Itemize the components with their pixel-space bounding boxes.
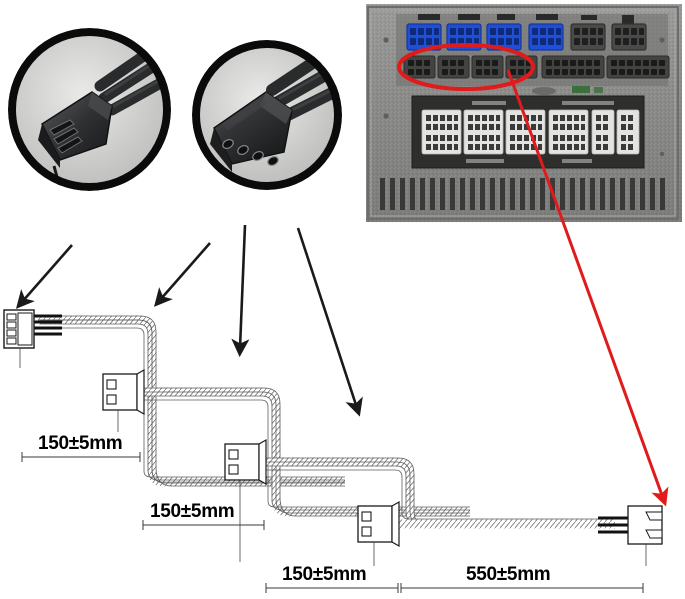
connector-inset-right [192, 40, 342, 190]
connector-inline-3 [357, 500, 400, 566]
connector-inset-left [8, 28, 171, 191]
dimension-label-segment-3: 150±5mm [282, 564, 367, 585]
psu-callout-arrow [506, 69, 669, 507]
pointer-arrow-3 [231, 224, 250, 358]
pointer-arrows [15, 224, 363, 417]
pointer-arrow-4 [296, 227, 363, 417]
connector-inset-left-art [9, 29, 171, 190]
connector-inline-1 [102, 368, 145, 432]
dimension-lines [21, 452, 644, 593]
cable-strands-2 [142, 387, 470, 517]
dimension-label-segment-4: 550±5mm [466, 564, 551, 585]
connector-end-right [627, 505, 663, 566]
cable-strands-3 [264, 457, 600, 529]
dimension-label-segment-2: 150±5mm [150, 501, 235, 522]
wire-leads-right [598, 516, 628, 534]
cable-run-2 [140, 387, 470, 517]
pointer-arrow-1 [15, 244, 73, 309]
psu-vents [380, 178, 665, 210]
connector-end-left [3, 309, 35, 368]
dimension-label-segment-1: 150±5mm [38, 433, 123, 454]
connector-inset-right-art [194, 42, 342, 188]
pointer-arrow-2 [153, 242, 211, 307]
connector-inline-2 [224, 438, 267, 562]
wire-leads-left [34, 314, 62, 336]
